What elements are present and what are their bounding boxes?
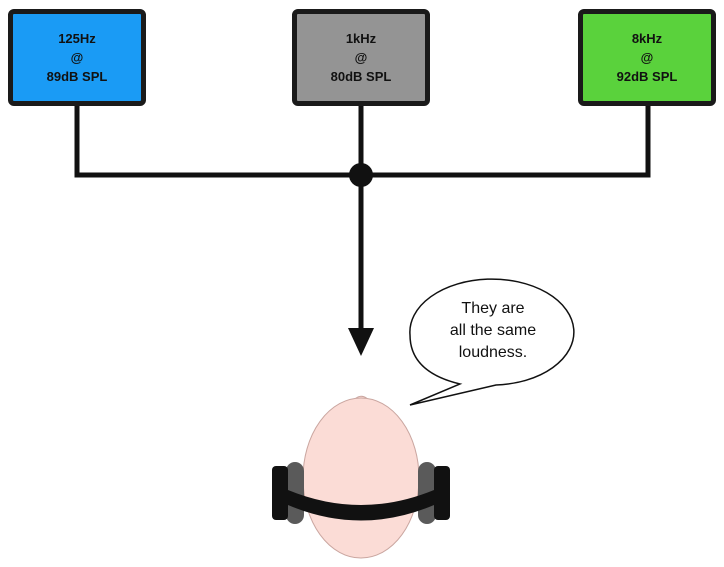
source-level: 80dB SPL — [330, 69, 392, 84]
speech-bubble-text: They are all the same loudness. — [418, 298, 568, 364]
arrow-head-icon — [348, 328, 374, 356]
speech-bubble — [409, 278, 575, 406]
source-at: @ — [354, 50, 368, 65]
source-at: @ — [640, 50, 654, 65]
speech-line: all the same — [449, 322, 537, 339]
source-level: 89dB SPL — [46, 69, 108, 84]
source-level: 92dB SPL — [616, 69, 678, 84]
source-at: @ — [70, 50, 84, 65]
speech-line: They are — [461, 300, 525, 317]
listener-figure — [272, 395, 450, 559]
left-ear-pad — [272, 466, 288, 520]
right-ear-pad — [434, 466, 450, 520]
source-frequency: 8kHz — [631, 31, 663, 46]
headband — [288, 490, 434, 521]
source-box-125hz: 125Hz @ 89dB SPL — [8, 9, 146, 106]
speech-line: loudness. — [458, 344, 528, 361]
source-frequency: 1kHz — [345, 31, 377, 46]
source-box-1khz: 1kHz @ 80dB SPL — [292, 9, 430, 106]
source-frequency: 125Hz — [58, 31, 96, 46]
head — [302, 397, 420, 559]
source-box-8khz: 8kHz @ 92dB SPL — [578, 9, 716, 106]
